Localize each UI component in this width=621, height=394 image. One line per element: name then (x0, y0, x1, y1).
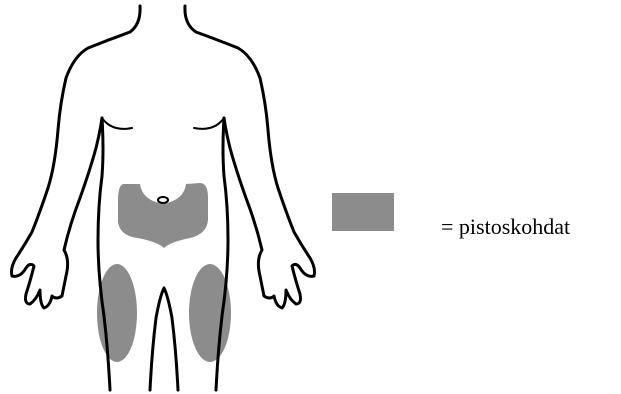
abdomen-injection-area (118, 183, 208, 248)
legend-label: = pistoskohdat (441, 214, 570, 240)
injection-sites (97, 183, 231, 362)
navel (158, 197, 168, 203)
legend-swatch (332, 193, 394, 231)
left-thigh-injection-area (189, 264, 231, 362)
